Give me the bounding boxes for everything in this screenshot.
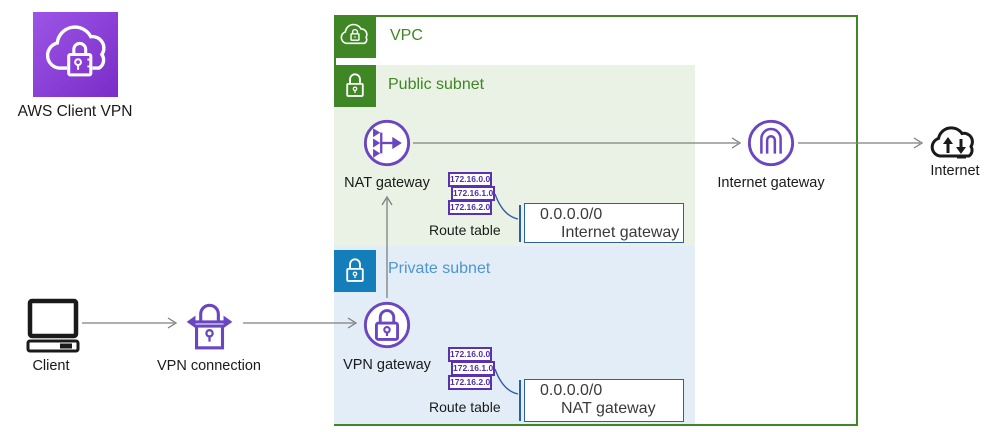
client-label: Client	[32, 358, 70, 374]
public-subnet-label: Public subnet	[388, 76, 485, 93]
route-target: Internet gateway	[561, 224, 680, 241]
client-icon	[26, 298, 80, 353]
public-route-table-label: Route table	[429, 222, 501, 238]
public-subnet-icon	[334, 65, 376, 107]
private-subnet-icon	[334, 250, 376, 292]
vpn-connection-icon	[186, 303, 233, 350]
internet-gateway-label: Internet gateway	[717, 175, 825, 191]
nat-gateway-icon	[363, 119, 411, 167]
internet-gateway-icon	[747, 119, 795, 167]
route-entry: 172.16.0.0	[448, 347, 492, 362]
private-subnet-label: Private subnet	[388, 260, 491, 277]
route-entry: 172.16.1.0	[451, 361, 495, 376]
route-destination: 0.0.0.0/0	[540, 382, 603, 399]
private-route-box: 0.0.0.0/0 NAT gateway	[524, 379, 684, 422]
private-route-table-label: Route table	[429, 399, 501, 415]
route-entry: 172.16.0.0	[448, 172, 492, 187]
route-entry: 172.16.2.0	[448, 375, 492, 390]
route-destination: 0.0.0.0/0	[540, 206, 603, 223]
connector-private-route-table	[494, 368, 519, 395]
route-target: NAT gateway	[561, 400, 656, 417]
vpn-connection-label: VPN connection	[157, 358, 261, 374]
route-entry: 172.16.1.0	[451, 186, 495, 201]
nat-gateway-label: NAT gateway	[344, 175, 430, 191]
route-entry: 172.16.2.0	[448, 200, 492, 215]
aws-client-vpn-icon	[33, 12, 118, 97]
public-route-box: 0.0.0.0/0 Internet gateway	[524, 203, 684, 243]
vpn-gateway-icon	[363, 301, 411, 349]
internet-label: Internet	[930, 163, 980, 179]
internet-icon	[930, 126, 974, 159]
connector-public-route-table	[494, 193, 519, 220]
vpn-gateway-label: VPN gateway	[343, 357, 431, 373]
aws-client-vpn-label: AWS Client VPN	[17, 103, 133, 120]
vpc-label: VPC	[390, 27, 423, 44]
vpc-icon	[334, 15, 376, 58]
